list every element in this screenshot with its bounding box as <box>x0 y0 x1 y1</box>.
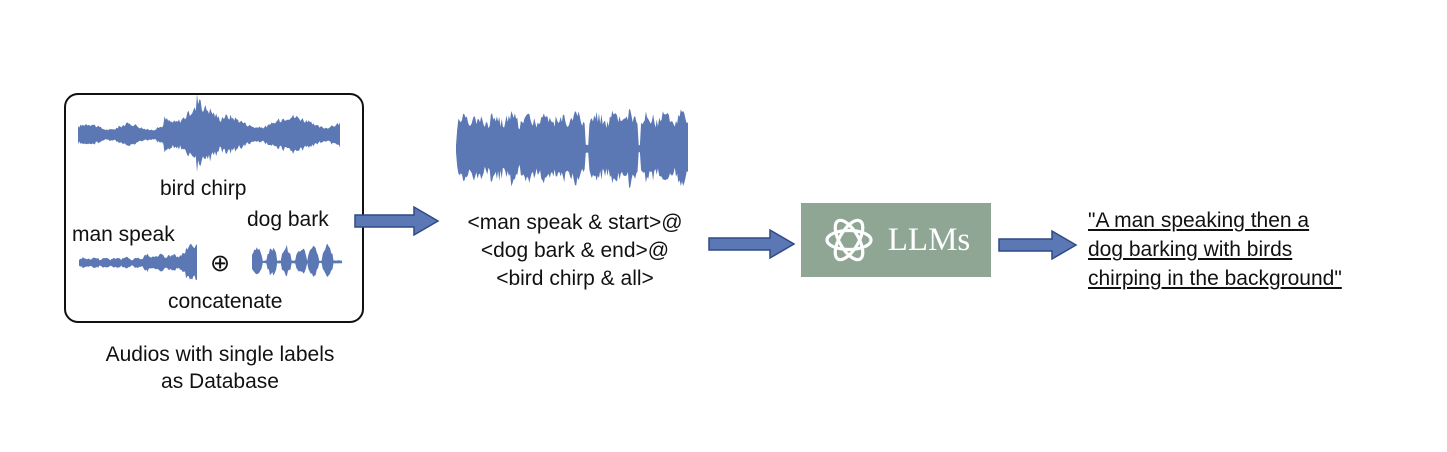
tag-line-3: <bird chirp & all> <box>496 267 654 290</box>
caption-line-2: as Database <box>161 370 279 393</box>
dog-bark-label: dog bark <box>247 208 329 231</box>
man-speak-waveform <box>79 243 197 281</box>
bird-waveform-shape <box>78 94 340 172</box>
concatenate-label: concatenate <box>168 290 283 313</box>
openai-logo-icon <box>825 218 873 262</box>
mixed-audio-waveform <box>456 108 688 188</box>
database-caption: Audios with single labels as Database <box>60 341 380 395</box>
llm-label: LLMs <box>887 221 971 258</box>
tag-line-2: <dog bark & end>@ <box>480 239 670 262</box>
dog-bark-waveform <box>252 243 342 277</box>
output-line-2: dog barking with birds <box>1088 238 1293 261</box>
generated-caption: "A man speaking then a dog barking with … <box>1088 206 1342 293</box>
concat-symbol: ⊕ <box>210 250 231 277</box>
bird-chirp-waveform <box>78 94 340 172</box>
arrow-to-tags <box>354 205 440 237</box>
arrow-to-output <box>998 229 1078 261</box>
event-tags: <man speak & start>@ <dog bark & end>@ <… <box>430 209 720 293</box>
mixed-waveform-shape <box>456 108 688 188</box>
man-speak-label: man speak <box>72 223 175 246</box>
bird-chirp-label: bird chirp <box>160 177 247 200</box>
man-waveform-shape <box>79 243 197 281</box>
dog-waveform-shape <box>252 243 342 277</box>
audio-database-box <box>64 93 364 323</box>
caption-line-1: Audios with single labels <box>105 343 335 366</box>
tag-line-1: <man speak & start>@ <box>467 211 683 234</box>
llm-box: LLMs <box>801 203 991 277</box>
output-line-1: "A man speaking then a <box>1088 209 1310 232</box>
arrow-to-llm <box>708 228 796 260</box>
output-line-3: chirping in the background" <box>1088 267 1342 290</box>
